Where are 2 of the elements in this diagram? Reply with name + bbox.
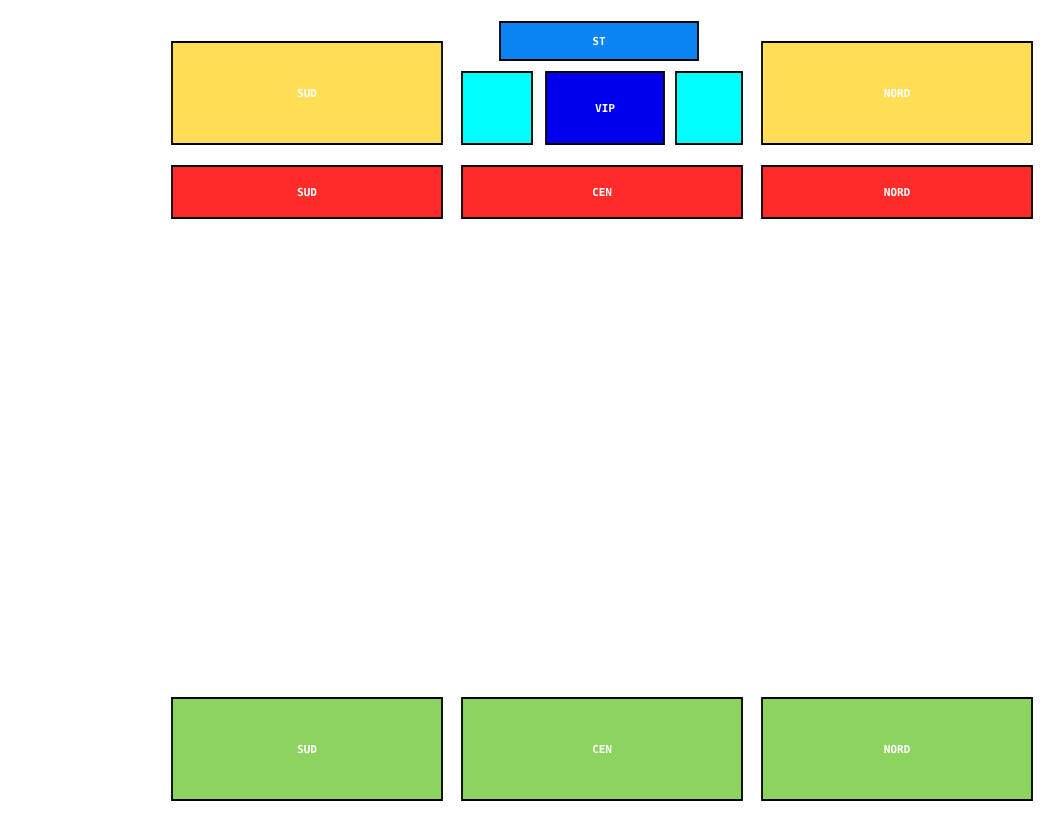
- seating-section: [461, 71, 533, 145]
- seating-section: [675, 71, 743, 145]
